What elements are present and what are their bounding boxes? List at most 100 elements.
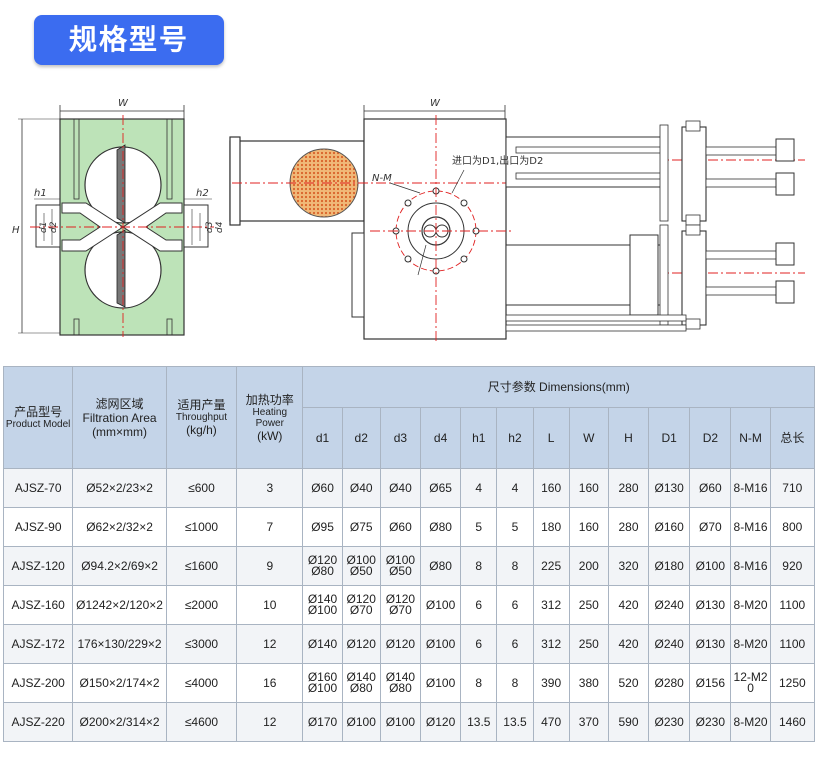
cell-line: Ø70 bbox=[349, 603, 373, 617]
cell-line: Ø140 bbox=[346, 670, 376, 684]
header-throughput-cn: 适用产量 bbox=[177, 398, 226, 412]
cell-line: Ø120 bbox=[307, 553, 338, 567]
table-cell-d1: Ø140 bbox=[302, 624, 343, 664]
cell-line: Ø100 bbox=[346, 553, 376, 567]
cell-line: Ø140 bbox=[385, 670, 416, 684]
cell-line: 0 bbox=[747, 681, 754, 695]
assembly-view-drawing bbox=[229, 105, 805, 343]
cell-line: Ø170 bbox=[307, 715, 338, 729]
table-cell-d4: Ø100 bbox=[419, 624, 462, 664]
header-dim-d4: d4 bbox=[419, 407, 462, 469]
table-cell-h: 320 bbox=[607, 546, 650, 586]
table-cell-d4: Ø120 bbox=[419, 702, 462, 742]
table-cell-h1: 5 bbox=[460, 507, 498, 547]
table-cell-total: 710 bbox=[769, 468, 816, 508]
dim-label-h: H bbox=[12, 225, 20, 236]
table-cell-area: Ø1242×2/120×2 bbox=[72, 585, 167, 625]
cell-line: Ø60 bbox=[389, 520, 412, 534]
table-cell-area: Ø200×2/314×2 bbox=[72, 702, 167, 742]
table-cell-model: AJSZ-172 bbox=[2, 624, 74, 664]
table-cell-l: 312 bbox=[532, 624, 570, 664]
table-cell-d2: Ø230 bbox=[689, 702, 732, 742]
table-cell-heating: 12 bbox=[236, 702, 304, 742]
header-dim-d3: d3 bbox=[379, 407, 422, 469]
table-cell-d2: Ø70 bbox=[689, 507, 732, 547]
table-cell-heating: 16 bbox=[236, 663, 304, 703]
table-cell-w: 160 bbox=[568, 507, 609, 547]
table-cell-d2: Ø100 bbox=[689, 546, 732, 586]
table-cell-d1: Ø230 bbox=[648, 702, 691, 742]
header-dim-h: H bbox=[607, 407, 650, 469]
table-cell-h1: 13.5 bbox=[460, 702, 498, 742]
header-dimensions: 尺寸参数 Dimensions(mm) bbox=[302, 366, 815, 408]
cell-line: Ø80 bbox=[389, 681, 412, 695]
table-cell-area: 176×130/229×2 bbox=[72, 624, 167, 664]
table-cell-throughput: ≤2000 bbox=[165, 585, 238, 625]
cell-line: Ø100 bbox=[307, 603, 338, 617]
cell-line: 8-M16 bbox=[733, 559, 768, 573]
table-cell-throughput: ≤1600 bbox=[165, 546, 238, 586]
table-cell-d2: Ø75 bbox=[341, 507, 381, 547]
header-dim-nm: N-M bbox=[730, 407, 771, 469]
table-cell-model: AJSZ-160 bbox=[2, 585, 74, 625]
header-model-en: Product Model bbox=[5, 419, 71, 430]
dim-label-d1: d1 bbox=[39, 222, 49, 233]
cell-line: Ø120 bbox=[385, 637, 416, 651]
cell-line: Ø140 bbox=[307, 592, 338, 606]
table-cell-total: 1100 bbox=[769, 624, 816, 664]
table-cell-l: 312 bbox=[532, 585, 570, 625]
cell-line: Ø50 bbox=[349, 564, 373, 578]
table-cell-area: Ø150×2/174×2 bbox=[72, 663, 167, 703]
header-throughput-unit: (kg/h) bbox=[186, 423, 217, 437]
header-area-en: Filtration Area bbox=[82, 410, 157, 425]
table-cell-d1: Ø240 bbox=[648, 585, 691, 625]
header-dim-d2: d2 bbox=[341, 407, 381, 469]
header-heating-en1: Heating bbox=[252, 406, 288, 418]
table-cell-heating: 7 bbox=[236, 507, 304, 547]
dim-label-d2: d2 bbox=[49, 221, 59, 233]
table-cell-d4: Ø100 bbox=[419, 585, 462, 625]
table-cell-h: 280 bbox=[607, 507, 650, 547]
table-cell-h1: 6 bbox=[460, 624, 498, 664]
table-cell-d1: Ø160 bbox=[648, 507, 691, 547]
table-cell-l: 160 bbox=[532, 468, 570, 508]
header-area-unit: (mm×mm) bbox=[92, 424, 148, 439]
section-view-drawing bbox=[18, 105, 214, 337]
cell-line: Ø70 bbox=[389, 603, 412, 617]
cell-line: 8-M20 bbox=[733, 715, 768, 729]
table-cell-d1: Ø60 bbox=[302, 468, 343, 508]
table-cell-throughput: ≤4600 bbox=[165, 702, 238, 742]
table-cell-d4: Ø100 bbox=[419, 663, 462, 703]
table-cell-h1: 6 bbox=[460, 585, 498, 625]
table-cell-heating: 9 bbox=[236, 546, 304, 586]
table-cell-nm: 8-M16 bbox=[730, 507, 771, 547]
table-cell-model: AJSZ-220 bbox=[2, 702, 74, 742]
dim-label-h1: h1 bbox=[34, 188, 47, 199]
cell-line: Ø100 bbox=[346, 715, 376, 729]
header-heating-unit: (kW) bbox=[257, 428, 283, 443]
table-cell-model: AJSZ-200 bbox=[2, 663, 74, 703]
table-cell-d2: Ø156 bbox=[689, 663, 732, 703]
cell-line: 8-M20 bbox=[733, 637, 768, 651]
spec-table: 产品型号 Product Model 滤网区域 Filtration Area … bbox=[2, 366, 816, 742]
table-cell-d2: Ø120 bbox=[341, 624, 381, 664]
table-cell-w: 250 bbox=[568, 585, 609, 625]
table-cell-total: 1100 bbox=[769, 585, 816, 625]
label-inlet-outlet: 进口为D1,出口为D2 bbox=[452, 154, 543, 167]
header-dim-d1: d1 bbox=[302, 407, 343, 469]
table-cell-d2: Ø100 bbox=[341, 702, 381, 742]
technical-drawing: W H h1 h2 d1 d2 d3 d4 bbox=[12, 98, 805, 343]
cell-line: Ø40 bbox=[389, 481, 412, 495]
header-product-model: 产品型号 Product Model bbox=[2, 366, 74, 469]
table-cell-d1: Ø170 bbox=[302, 702, 343, 742]
table-cell-d4: Ø80 bbox=[419, 546, 462, 586]
